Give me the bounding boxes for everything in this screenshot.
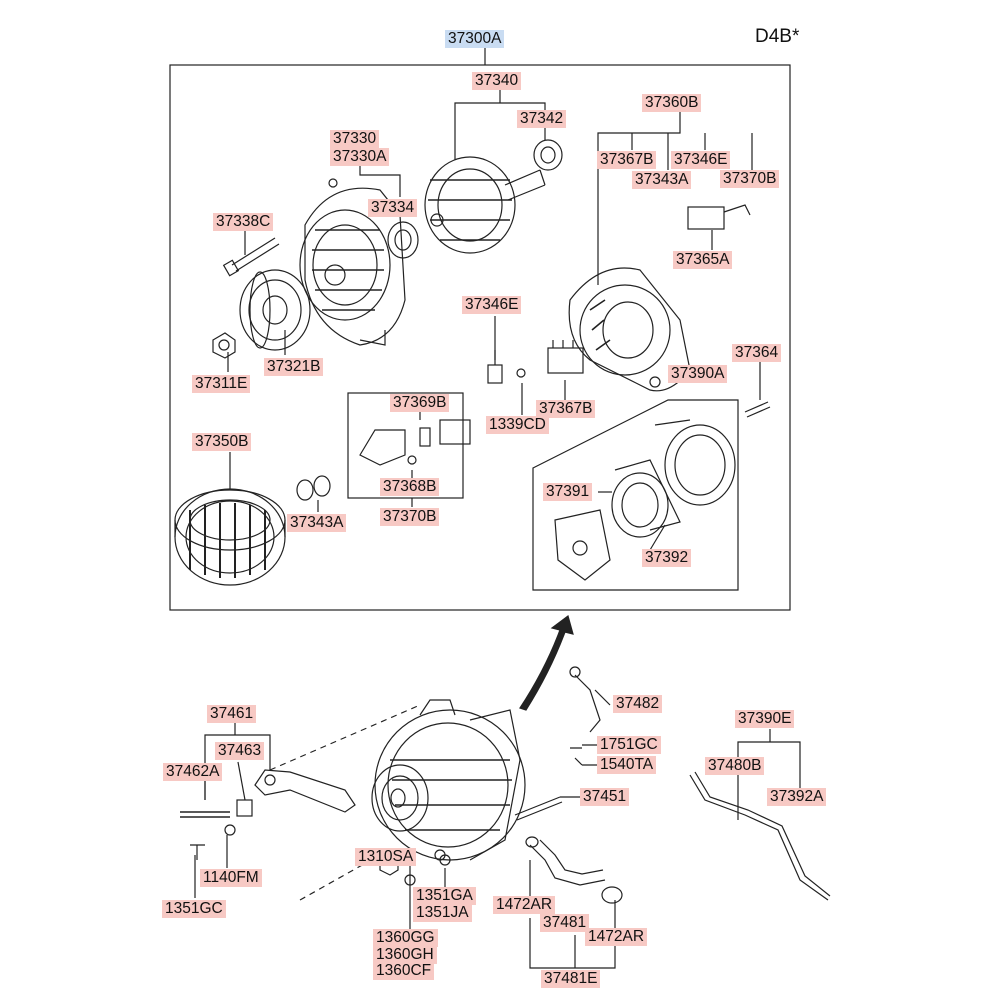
cable-drawing (569, 666, 601, 766)
part-label-37451[interactable]: 37451 (580, 788, 630, 806)
direction-arrow (519, 614, 574, 711)
engine-code: D4B* (755, 26, 800, 47)
part-label-37367b-mid[interactable]: 37367B (536, 400, 596, 418)
rear-bearing-drawing (533, 139, 563, 171)
front-bearing-drawing (387, 221, 419, 259)
part-label-37340[interactable]: 37340 (472, 72, 522, 90)
part-label-37342[interactable]: 37342 (517, 110, 567, 128)
part-label-37346e-mid[interactable]: 37346E (462, 296, 522, 314)
part-label-37364[interactable]: 37364 (732, 344, 782, 362)
front-housing-drawing (299, 178, 406, 346)
part-label-37343a-mid[interactable]: 37343A (287, 514, 347, 532)
connector-drawing (687, 204, 751, 230)
part-label-37482[interactable]: 37482 (613, 695, 663, 713)
part-label-37330[interactable]: 37330 (330, 130, 380, 148)
part-label-37390e[interactable]: 37390E (735, 710, 795, 728)
part-label-37360b[interactable]: 37360B (642, 94, 702, 112)
part-label-37350b[interactable]: 37350B (192, 433, 252, 451)
part-label-37392a[interactable]: 37392A (767, 788, 827, 806)
part-label-1351gc[interactable]: 1351GC (162, 900, 226, 918)
part-label-37481[interactable]: 37481 (540, 914, 590, 932)
part-label-37392[interactable]: 37392 (642, 549, 692, 567)
part-label-37330a[interactable]: 37330A (330, 148, 390, 166)
part-label-1751gc[interactable]: 1751GC (597, 736, 661, 754)
part-label-1360gh[interactable]: 1360GH (373, 946, 437, 964)
terminal-drawing (487, 350, 526, 384)
part-label-37311e[interactable]: 37311E (192, 375, 251, 393)
bolt-drawing (222, 237, 280, 277)
part-label-37365a[interactable]: 37365A (673, 251, 733, 269)
part-label-1140fm[interactable]: 1140FM (200, 869, 262, 887)
part-label-37481e[interactable]: 37481E (541, 970, 601, 988)
part-label-37461[interactable]: 37461 (207, 705, 257, 723)
part-label-1351ja[interactable]: 1351JA (413, 904, 472, 922)
part-label-37369b[interactable]: 37369B (390, 394, 450, 412)
part-label-37343a-top[interactable]: 37343A (632, 171, 692, 189)
pulley-drawing (239, 269, 311, 351)
part-label-1339cd[interactable]: 1339CD (486, 416, 549, 434)
part-label-assembly[interactable]: 37300A (445, 30, 505, 48)
assembly-frame (169, 64, 791, 611)
part-label-37391[interactable]: 37391 (543, 483, 593, 501)
part-label-37338c[interactable]: 37338C (213, 213, 274, 231)
rectifier-drawing (547, 340, 584, 374)
part-label-1310sa[interactable]: 1310SA (355, 848, 417, 866)
hose-drawing (525, 836, 623, 904)
part-label-1360cf[interactable]: 1360CF (373, 962, 435, 980)
part-label-1472ar-b[interactable]: 1472AR (585, 928, 648, 946)
rotor-drawing (424, 156, 546, 254)
adjusting-bracket-drawing (180, 769, 356, 860)
bolt-37364-drawing (744, 401, 771, 418)
rear-housing-drawing (568, 267, 691, 392)
regulator-frame (532, 399, 739, 591)
part-label-37370b-top[interactable]: 37370B (720, 170, 780, 188)
part-label-37390a[interactable]: 37390A (668, 365, 728, 383)
alternator-drawing (371, 699, 526, 861)
part-label-37367b-top[interactable]: 37367B (597, 151, 657, 169)
bolt-37451-drawing (514, 796, 563, 821)
stator-drawing (174, 488, 286, 586)
part-label-37368b[interactable]: 37368B (380, 478, 440, 496)
regulator-drawing (554, 419, 736, 581)
part-label-37334[interactable]: 37334 (368, 199, 418, 217)
brush-holder-frame (347, 392, 464, 499)
part-label-37480b[interactable]: 37480B (705, 757, 765, 775)
nut-drawing (212, 332, 236, 359)
brush-holder-drawing (359, 419, 471, 466)
part-label-1540ta[interactable]: 1540TA (597, 756, 657, 774)
part-label-37462a[interactable]: 37462A (163, 763, 223, 781)
part-label-37321b[interactable]: 37321B (264, 358, 324, 376)
part-label-37370b-mid[interactable]: 37370B (380, 508, 440, 526)
part-label-37346e-top[interactable]: 37346E (671, 151, 731, 169)
part-label-1360gg[interactable]: 1360GG (373, 929, 438, 947)
pipe-drawing (689, 771, 831, 901)
part-label-1351ga[interactable]: 1351GA (413, 887, 476, 905)
bearing-set-drawing (296, 475, 331, 501)
part-label-37463[interactable]: 37463 (215, 742, 265, 760)
part-label-1472ar-a[interactable]: 1472AR (493, 896, 556, 914)
